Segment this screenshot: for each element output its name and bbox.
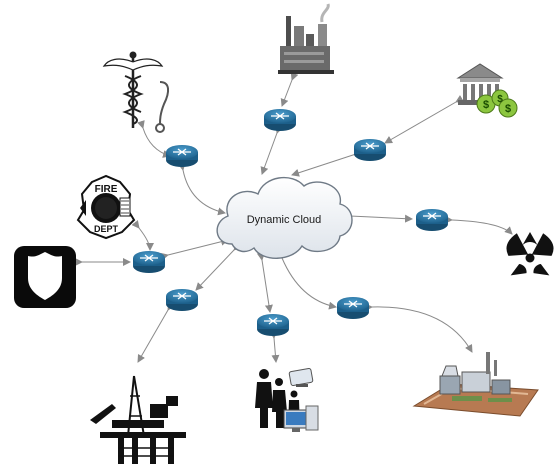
link-router-cloud-bank bbox=[291, 148, 364, 177]
link-cloud-router-family bbox=[256, 252, 273, 313]
router-factory[interactable] bbox=[264, 109, 296, 131]
link-router-cloud-left bbox=[160, 237, 229, 261]
link-router-power bbox=[364, 303, 473, 353]
money-symbol-1: $ bbox=[483, 99, 489, 111]
police-shield-icon bbox=[14, 246, 76, 308]
power-plant-icon bbox=[412, 352, 539, 417]
link-router-oil bbox=[137, 301, 175, 363]
link-medical-router bbox=[137, 120, 171, 158]
link-factory-router bbox=[280, 72, 299, 107]
factory-icon bbox=[278, 3, 334, 74]
router-bank[interactable] bbox=[354, 139, 386, 161]
link-bank-router bbox=[384, 95, 465, 144]
fire-badge-top: FIRE bbox=[95, 184, 118, 195]
link-cloud-router-power bbox=[275, 249, 337, 310]
radiation-icon bbox=[506, 232, 554, 276]
bank-money-icon: $ $ $ bbox=[456, 63, 518, 118]
router-family[interactable] bbox=[257, 314, 289, 336]
oil-rig-icon bbox=[90, 375, 186, 464]
link-cloud-router-nuclear bbox=[342, 211, 413, 223]
link-router-cloud-factory bbox=[260, 125, 284, 175]
caduceus-stethoscope-icon bbox=[102, 51, 170, 133]
router-power-plant[interactable] bbox=[337, 297, 369, 319]
link-fire-router bbox=[131, 220, 154, 251]
link-router-family bbox=[269, 330, 280, 363]
router-oil-rig[interactable] bbox=[166, 289, 198, 311]
money-symbol-2: $ bbox=[497, 94, 503, 105]
router-medical[interactable] bbox=[166, 145, 198, 167]
dynamic-cloud: Dynamic Cloud bbox=[216, 176, 353, 259]
links bbox=[75, 72, 513, 363]
fire-dept-badge-icon: FIRE DEPT bbox=[76, 174, 136, 240]
link-router-cloud-medical bbox=[177, 162, 226, 216]
family-computer-icon bbox=[255, 368, 319, 432]
link-cloud-router-oil bbox=[195, 242, 242, 291]
router-left[interactable] bbox=[133, 251, 165, 273]
money-symbol-3: $ bbox=[505, 103, 511, 115]
cloud-label: Dynamic Cloud bbox=[247, 214, 322, 226]
link-router-nuclear bbox=[444, 215, 513, 235]
fire-badge-bottom: DEPT bbox=[94, 224, 119, 234]
router-nuclear[interactable] bbox=[416, 209, 448, 231]
